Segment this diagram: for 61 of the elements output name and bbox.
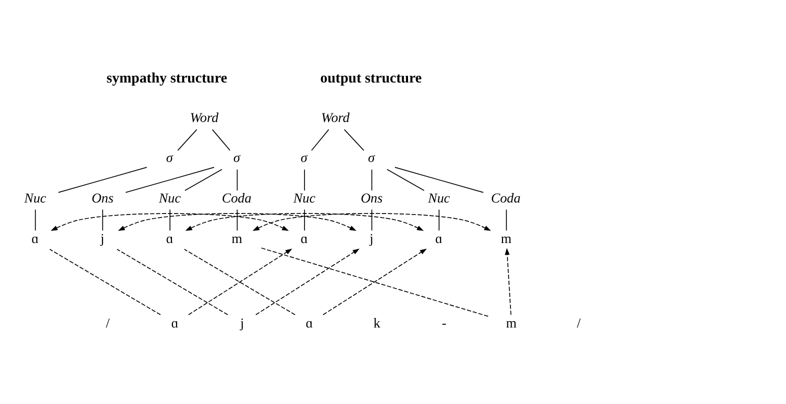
node-text: Nuc <box>293 190 316 206</box>
node-text: j <box>370 231 374 246</box>
connector <box>260 247 489 317</box>
node-text: σ <box>233 150 240 166</box>
node-text: m <box>232 231 242 246</box>
node-text: σ <box>300 150 308 166</box>
connector <box>236 169 238 191</box>
node-text: ɑ <box>306 315 313 330</box>
arrow <box>252 213 492 231</box>
node-text: Nuc <box>158 190 181 206</box>
node-text: m <box>500 231 512 246</box>
node-text: Nuc <box>428 190 450 206</box>
label: sympathy structure <box>106 70 228 86</box>
arrow <box>255 248 360 316</box>
node-text: Ons <box>360 190 383 206</box>
arrow <box>118 213 356 231</box>
connector <box>102 209 104 231</box>
connector <box>304 169 305 191</box>
connector <box>304 209 305 231</box>
connector <box>438 209 440 231</box>
arrow <box>185 213 424 231</box>
connector <box>506 209 507 231</box>
node-text: Ons <box>92 190 114 206</box>
node-text: Nuc <box>24 190 46 206</box>
node-text: Coda <box>222 190 252 206</box>
node-text: σ <box>166 150 173 166</box>
connector <box>184 168 222 191</box>
connector <box>58 166 148 193</box>
connector <box>34 209 36 231</box>
connector <box>116 248 228 316</box>
arrow <box>322 248 427 316</box>
node-text: j <box>240 315 244 330</box>
connector <box>344 129 364 151</box>
label: / <box>106 315 110 330</box>
connector <box>311 129 330 151</box>
connector <box>125 166 215 193</box>
node-text: ɑ <box>300 231 308 246</box>
connector <box>394 166 484 193</box>
node-text: m <box>506 315 517 330</box>
label: output structure <box>320 70 422 86</box>
node-text: ɑ <box>171 315 178 330</box>
node-text: ɑ <box>435 231 442 246</box>
node-text: ɑ <box>32 231 39 246</box>
connector <box>212 129 230 151</box>
node-text: Word <box>190 110 218 126</box>
node-text: σ <box>368 150 375 166</box>
label: / <box>576 315 581 330</box>
connector <box>177 129 198 151</box>
label: - <box>442 315 446 330</box>
node-text: Word <box>321 110 350 126</box>
node-text: ɑ <box>166 231 174 246</box>
label: k <box>374 315 380 330</box>
arrow <box>50 213 289 231</box>
node-text: Coda <box>491 190 521 206</box>
connector <box>49 248 161 316</box>
connector <box>371 169 372 191</box>
connector <box>371 209 372 231</box>
connector <box>386 168 425 191</box>
node-text: j <box>100 231 104 246</box>
connector <box>236 209 238 231</box>
arrow <box>504 248 512 316</box>
